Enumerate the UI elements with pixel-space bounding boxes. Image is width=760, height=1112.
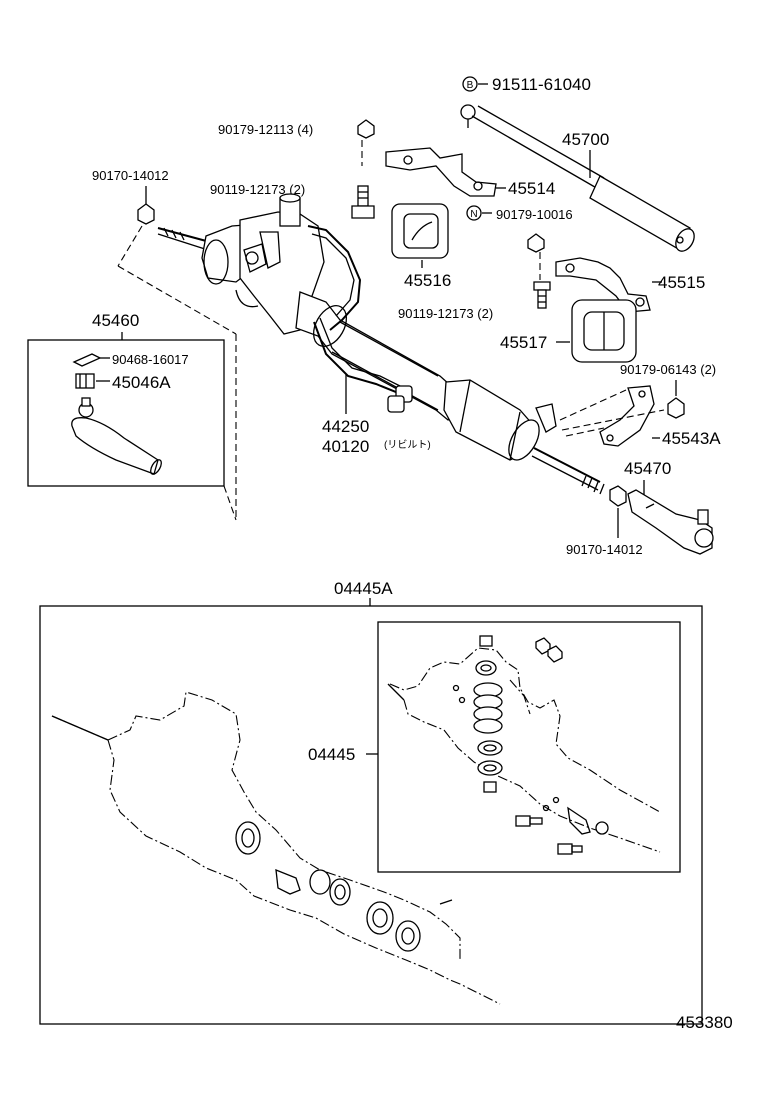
label-04445A[interactable]: 04445A: [334, 579, 393, 598]
label-45515[interactable]: 45515: [658, 273, 705, 292]
label-04445[interactable]: 04445: [308, 745, 355, 764]
seal-ring-icon: [329, 878, 351, 906]
label-91511-61040[interactable]: 91511-61040: [492, 75, 591, 94]
spacer-icon: [275, 868, 301, 895]
retaining-clip-icon: [567, 806, 609, 835]
upper-bracket: [385, 147, 497, 197]
diagram-number: 453380: [676, 1013, 733, 1032]
lower-bracket-right: [555, 257, 651, 313]
label-45460[interactable]: 45460: [92, 311, 139, 330]
small-nuts-icon: [535, 637, 563, 663]
bolt-marker-icon: B: [462, 76, 478, 92]
label-90179-10016[interactable]: 90179-10016: [496, 207, 573, 222]
label-90119-12173-b[interactable]: 90119-12173 (2): [398, 306, 493, 321]
mounting-bolt-icon: [515, 815, 543, 827]
tie-rod-end-left: [71, 397, 162, 475]
bolt-icon-b: [533, 281, 551, 309]
nut-icon: [357, 119, 375, 139]
gasket-kit-frame: [39, 605, 703, 1025]
bushing-ring-icon: [366, 901, 394, 935]
label-44250[interactable]: 44250: [322, 417, 369, 436]
valve-housing-outline: [387, 647, 661, 853]
end-seal-icon: [395, 920, 421, 952]
lock-nut-right-icon: [609, 485, 627, 507]
label-40120[interactable]: 40120: [322, 437, 369, 456]
label-45470[interactable]: 45470: [624, 459, 671, 478]
label-90170-14012-bottom[interactable]: 90170-14012: [566, 542, 643, 557]
castle-nut-icon: [75, 373, 95, 389]
label-45516[interactable]: 45516: [404, 271, 451, 290]
gasket-kit-housing-outline: [51, 691, 501, 1005]
o-ring-icon: [309, 869, 331, 895]
valve-seal-stack-icon: [473, 635, 503, 793]
clamp-bracket: [599, 385, 655, 447]
pressure-pipes: [307, 225, 413, 413]
tie-rod-end-kit-frame: [27, 339, 225, 487]
svg-text:B: B: [467, 80, 474, 91]
rack-bushing-right: [571, 299, 637, 363]
label-40120-note: (リビルト): [384, 439, 431, 451]
svg-text:N: N: [470, 209, 477, 220]
oil-seal-icon: [235, 821, 261, 855]
nut-icon-right: [527, 233, 545, 253]
tie-rod-end-right: [627, 489, 714, 555]
nut-icon-06143: [667, 397, 685, 419]
label-90179-06143[interactable]: 90179-06143 (2): [620, 362, 716, 377]
label-90170-14012-top[interactable]: 90170-14012: [92, 168, 169, 183]
small-dots-icon: [452, 684, 560, 812]
bolt-icon: [351, 185, 375, 219]
nut-marker-icon: N: [466, 205, 482, 221]
adjust-bolt-icon: [557, 843, 583, 855]
label-90119-12173-a[interactable]: 90119-12173 (2): [210, 182, 305, 197]
label-90468-16017[interactable]: 90468-16017: [112, 352, 189, 367]
label-45700[interactable]: 45700: [562, 130, 609, 149]
lock-nut-icon: [137, 203, 155, 225]
label-45543A[interactable]: 45543A: [662, 429, 721, 448]
rack-boot-tube: [460, 104, 695, 252]
label-45046A[interactable]: 45046A: [112, 373, 171, 392]
rack-bushing-left: [391, 203, 449, 259]
label-45514[interactable]: 45514: [508, 179, 555, 198]
label-90179-12113[interactable]: 90179-12113 (4): [218, 122, 313, 137]
cotter-pin-icon: [72, 353, 102, 367]
gasket-kit-detail-frame: [377, 621, 681, 873]
label-45517[interactable]: 45517: [500, 333, 547, 352]
